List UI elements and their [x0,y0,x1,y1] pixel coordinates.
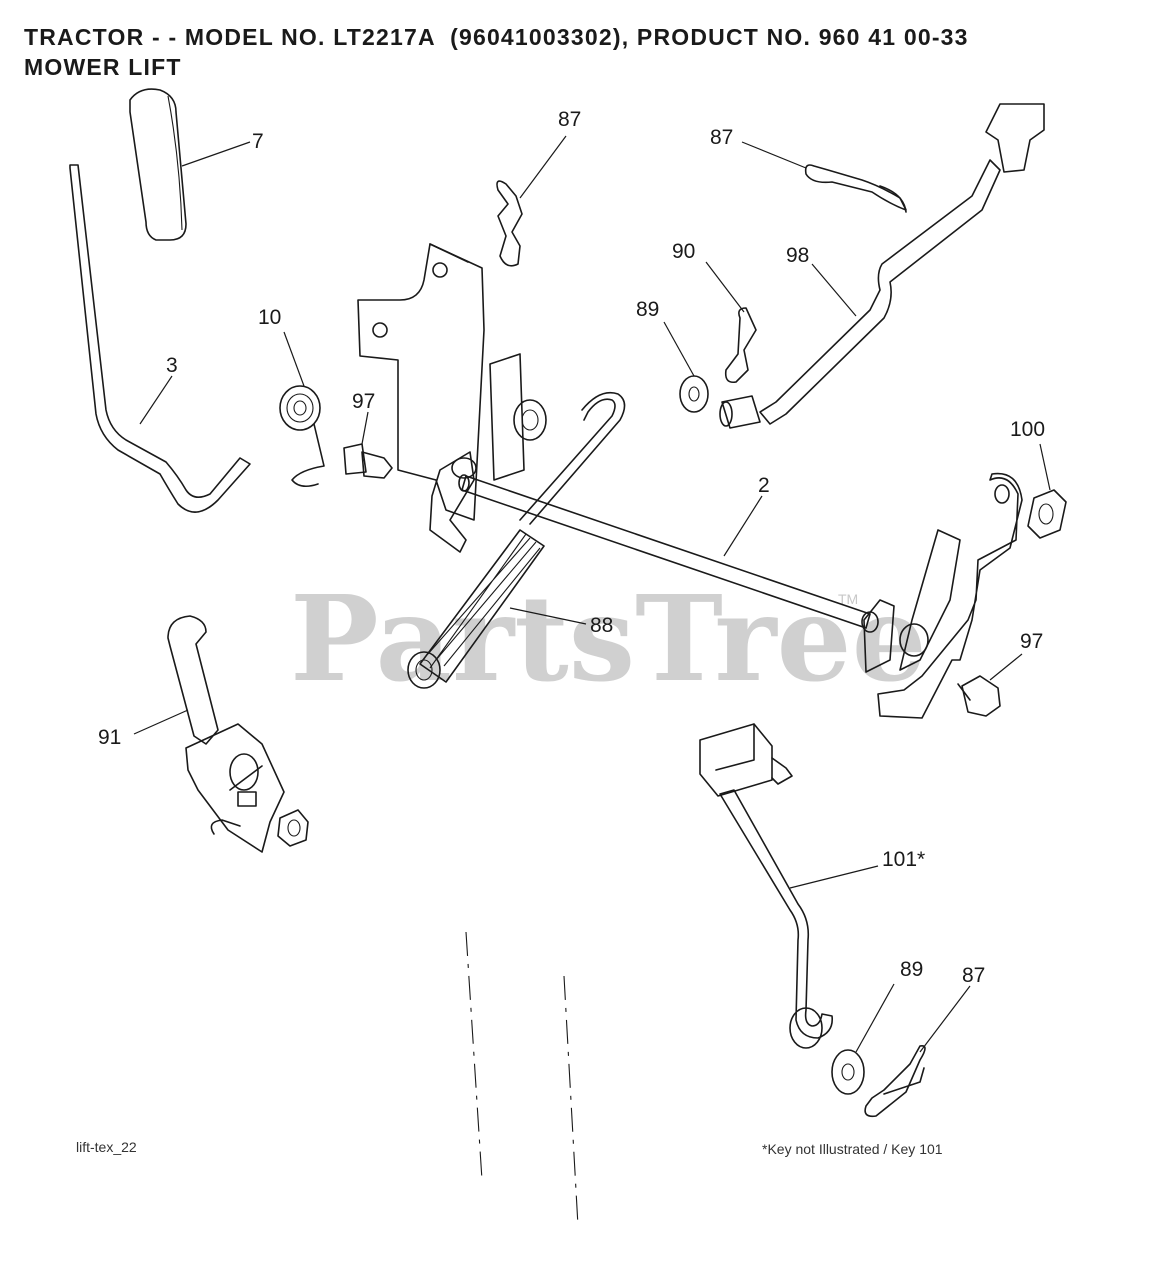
part-98-lift-link[interactable] [719,103,1045,429]
callout-87-upper-left: 87 [558,108,581,131]
leader-100 [1039,443,1051,491]
watermark-trademark: TM [838,591,858,607]
part-10-torsion-spring[interactable] [279,385,325,488]
diagram-subtitle: MOWER LIFT [24,54,182,80]
right-lift-arm-bracket[interactable] [863,472,1023,719]
leader-87-lower [919,985,971,1053]
leader-91 [133,709,189,735]
diagram-title: TRACTOR - - MODEL NO. LT2217A (960410033… [24,24,969,50]
callout-90: 90 [672,240,695,263]
part-7-handle-grip[interactable] [129,88,187,241]
part-97-shoulder-bolt-upper[interactable] [343,443,393,479]
part-3-lift-handle-rod[interactable] [69,164,251,513]
callout-7: 7 [252,130,264,153]
part-89-washer-lower[interactable] [831,1049,865,1095]
callout-89-upper: 89 [636,298,659,321]
footnote: *Key not Illustrated / Key 101 [762,1141,943,1157]
callout-2: 2 [758,474,770,497]
leader-101 [789,865,879,889]
callout-101: 101* [882,848,925,871]
leader-88 [509,607,587,625]
callout-10: 10 [258,306,281,329]
callout-98: 98 [786,244,809,267]
callout-91: 91 [98,726,121,749]
lift-bracket-assembly[interactable] [357,243,547,553]
leader-90 [705,261,745,313]
part-101-adjustment-link[interactable] [699,723,834,1049]
part-87-hairpin-clip-upper-right[interactable] [804,164,907,213]
part-97-shoulder-bolt-lower[interactable] [957,675,1001,717]
part-87-hairpin-clip-upper-left[interactable] [496,180,523,267]
part-91-lift-lever-assembly[interactable] [167,615,309,853]
drawing-id: lift-tex_22 [76,1139,137,1155]
callout-100: 100 [1010,418,1045,441]
leader-87-upper-left [519,135,567,199]
leader-3 [139,375,173,425]
leader-2 [723,495,763,557]
part-90-retaining-clip[interactable] [724,307,757,384]
part-87-hairpin-clip-lower[interactable] [864,1044,926,1118]
part-2-lift-shaft[interactable] [458,474,879,633]
leader-89-lower [855,983,895,1053]
callout-87-upper-right: 87 [710,126,733,149]
spring-hook-rod[interactable] [519,391,626,525]
part-100-hex-nut[interactable] [1027,489,1067,539]
callout-3: 3 [166,354,178,377]
leader-7 [181,141,251,167]
leader-97-lower [989,653,1023,681]
leader-10 [283,331,305,387]
leader-97-upper [361,411,369,445]
leader-87-upper-right [741,141,807,169]
callout-89-lower: 89 [900,958,923,981]
leader-89-upper [663,321,695,377]
callout-88: 88 [590,614,613,637]
callout-87-lower: 87 [962,964,985,987]
part-89-washer-upper[interactable] [679,375,709,413]
part-88-extension-spring[interactable] [407,529,545,689]
center-reference-lines [465,931,579,1227]
callout-97-upper: 97 [352,390,375,413]
leader-98 [811,263,857,317]
watermark-text: PartsTree [290,569,927,708]
callout-97-lower: 97 [1020,630,1043,653]
